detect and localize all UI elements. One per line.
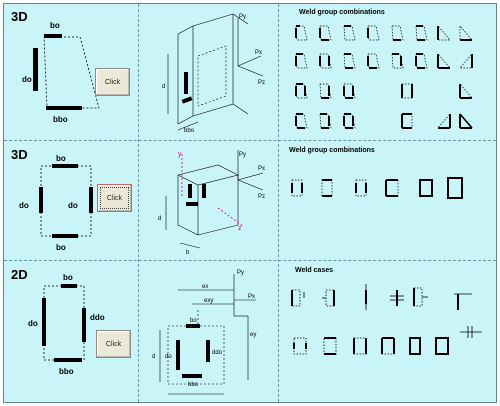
column-divider bbox=[138, 4, 139, 402]
row-1-left-weld-label: do bbox=[22, 75, 32, 84]
weld-selector-panel: 3D bo do bbo Click Py Px Pz d bbo Weld g… bbox=[3, 3, 497, 403]
row-2-px-label: Px bbox=[258, 166, 265, 172]
row-2-dimension-label: 3D bbox=[11, 147, 28, 162]
column-divider bbox=[278, 4, 279, 402]
row-2-click-button[interactable]: Click bbox=[97, 184, 132, 212]
row-1-pz-label: Pz bbox=[258, 80, 265, 86]
row-3-py-label: Py bbox=[237, 270, 244, 276]
row-3-top-weld-label: bo bbox=[63, 273, 73, 282]
row-2-3d-load-figure: y Py Px Pz z d b bbox=[158, 150, 265, 256]
row-1-weld-schematic: bo do bbo bbox=[22, 21, 100, 124]
row-2-bottom-weld-label: bo bbox=[56, 243, 66, 252]
row-3-px-label: Px bbox=[248, 294, 255, 300]
row-1-dimension-label: 3D bbox=[11, 9, 28, 24]
row-divider bbox=[4, 140, 496, 141]
row-2-left-weld-label: do bbox=[19, 201, 29, 210]
row-divider bbox=[4, 260, 496, 261]
row-1-d-label: d bbox=[162, 84, 165, 90]
row-2-right-weld-label: do bbox=[68, 201, 78, 210]
row-1-weld-combinations[interactable] bbox=[278, 4, 496, 140]
row-3-2d-load-figure: Py Px ex exy bo ey d do ddo bbo bbox=[152, 270, 256, 395]
row-2-z-axis-label: z bbox=[238, 225, 242, 232]
row-1-3d-load-figure: Py Px Pz d bbo bbox=[162, 13, 265, 134]
row-3-bbo-label: bbo bbox=[188, 382, 199, 388]
row-3-weld-schematic: bo do ddo bbo bbox=[28, 273, 105, 376]
row-3-ddo-label: ddo bbox=[212, 350, 223, 356]
row-3-dimension-label: 2D bbox=[11, 267, 28, 282]
row-2-y-axis-label: y bbox=[178, 151, 182, 158]
row-1-bbo-label: bbo bbox=[184, 128, 195, 134]
row-3-right-weld-label: ddo bbox=[90, 313, 105, 322]
row-1-combos-title: Weld group combinations bbox=[299, 9, 385, 16]
row-3-left-weld-label: do bbox=[28, 319, 38, 328]
row-2-weld-combinations[interactable] bbox=[278, 140, 496, 260]
row-2-weld-schematic: bo do do bo bbox=[19, 154, 93, 252]
row-2-b-label: b bbox=[186, 250, 190, 256]
row-3-combos-title: Weld cases bbox=[295, 267, 334, 274]
row-2-pz-label: Pz bbox=[258, 194, 265, 200]
row-2-py-label: Py bbox=[239, 152, 246, 158]
row-1-top-weld-label: bo bbox=[50, 21, 60, 30]
row-3-ex-label: ex bbox=[202, 284, 208, 290]
row-1-px-label: Px bbox=[255, 50, 262, 56]
row-3-exy-label: exy bbox=[204, 298, 213, 304]
row-3-d-label: d bbox=[152, 354, 155, 360]
row-3-weld-cases[interactable] bbox=[278, 260, 496, 402]
row-2-combos-title: Weld group combinations bbox=[289, 147, 375, 154]
row-1-bottom-weld-label: bbo bbox=[53, 115, 68, 124]
row-1-click-button[interactable]: Click bbox=[95, 68, 130, 96]
row-3-bottom-weld-label: bbo bbox=[59, 367, 74, 376]
row-3-do-label: do bbox=[165, 354, 172, 360]
row-2-top-weld-label: bo bbox=[56, 154, 66, 163]
row-3-click-button[interactable]: Click bbox=[96, 330, 131, 358]
row-3-bo-label: bo bbox=[190, 318, 197, 324]
row-1-py-label: Py bbox=[239, 14, 246, 20]
row-3-ey-label: ey bbox=[250, 332, 256, 338]
row-2-d-label: d bbox=[158, 216, 161, 222]
